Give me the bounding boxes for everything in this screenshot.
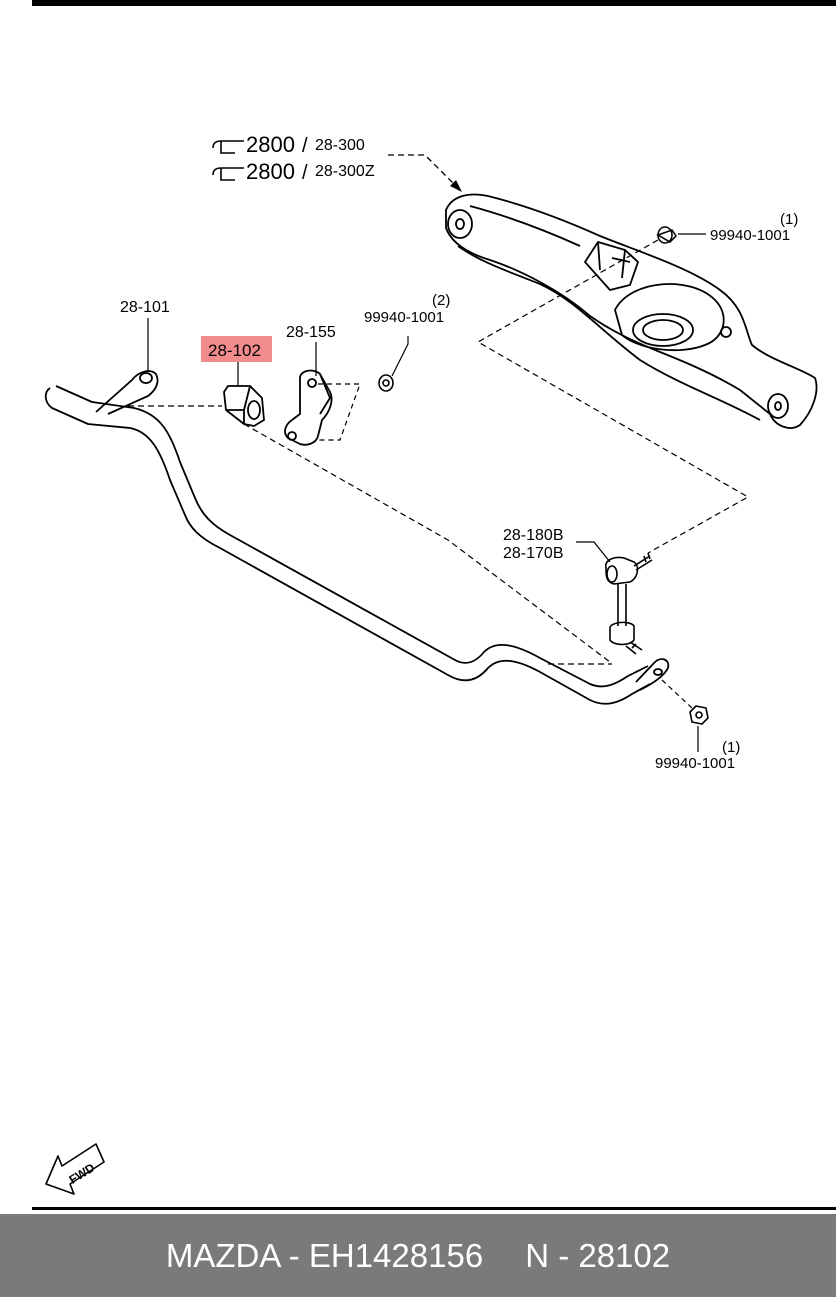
top-border [32, 0, 836, 6]
bolt-upper-right [656, 226, 677, 244]
link-part-2: 28-170B [503, 545, 564, 562]
bolt-left [378, 374, 394, 392]
ref-top-2-sub: 28-300Z [315, 163, 375, 180]
highlight-28-102 [201, 336, 272, 362]
pointer-hand-icon [212, 167, 244, 181]
nut-lower [689, 705, 709, 725]
leader-bracket-bolt [318, 383, 361, 441]
nut-lower-number: 99940-1001 [655, 755, 735, 772]
ref-top-1-slash: / [302, 135, 308, 157]
bottom-border [32, 1207, 836, 1210]
ref-arrowhead [450, 180, 462, 192]
leader-bolt-left [391, 336, 409, 377]
bushing-bracket [284, 369, 333, 446]
lower-control-arm [445, 193, 818, 429]
part-28-101: 28-101 [120, 299, 170, 316]
bolt-left-number: 99940-1001 [364, 309, 444, 326]
footer-brand-part: MAZDA - EH1428156 [165, 1236, 484, 1274]
nut-lower-qty: (1) [722, 739, 740, 756]
bolt-left-qty: (2) [432, 292, 450, 309]
footer-bar: MAZDA - EH1428156 N - 28102 [0, 1214, 836, 1297]
part-28-102: 28-102 [208, 341, 261, 360]
stabilizer-link [604, 552, 653, 655]
ref-top-2-main: 2800 [246, 159, 295, 184]
bolt-upper-right-qty: (1) [780, 211, 798, 228]
footer-ref-part: N - 28102 [525, 1236, 671, 1274]
parts-diagram: 2800 / 28-300 2800 / 28-300Z (1) 99940-1… [32, 0, 836, 1210]
leader-link [576, 541, 611, 563]
ref-top-1-sub: 28-300 [315, 137, 365, 154]
stabilizer-bushing [223, 385, 265, 427]
bolt-upper-right-number: 99940-1001 [710, 227, 790, 244]
ref-leader [388, 154, 459, 189]
fwd-arrow-icon [45, 1143, 105, 1195]
fwd-label: FWD [67, 1160, 98, 1187]
pointer-hand-icon [212, 140, 244, 154]
ref-top-2-slash: / [302, 162, 308, 184]
ref-top-1-main: 2800 [246, 132, 295, 157]
link-part-1: 28-180B [503, 527, 564, 544]
leader-bushing-to-bar [243, 423, 612, 665]
stabilizer-bar [44, 370, 670, 705]
leader-arm-to-link [476, 239, 750, 554]
leader-nut-lower [661, 679, 693, 709]
part-28-155: 28-155 [286, 324, 336, 341]
